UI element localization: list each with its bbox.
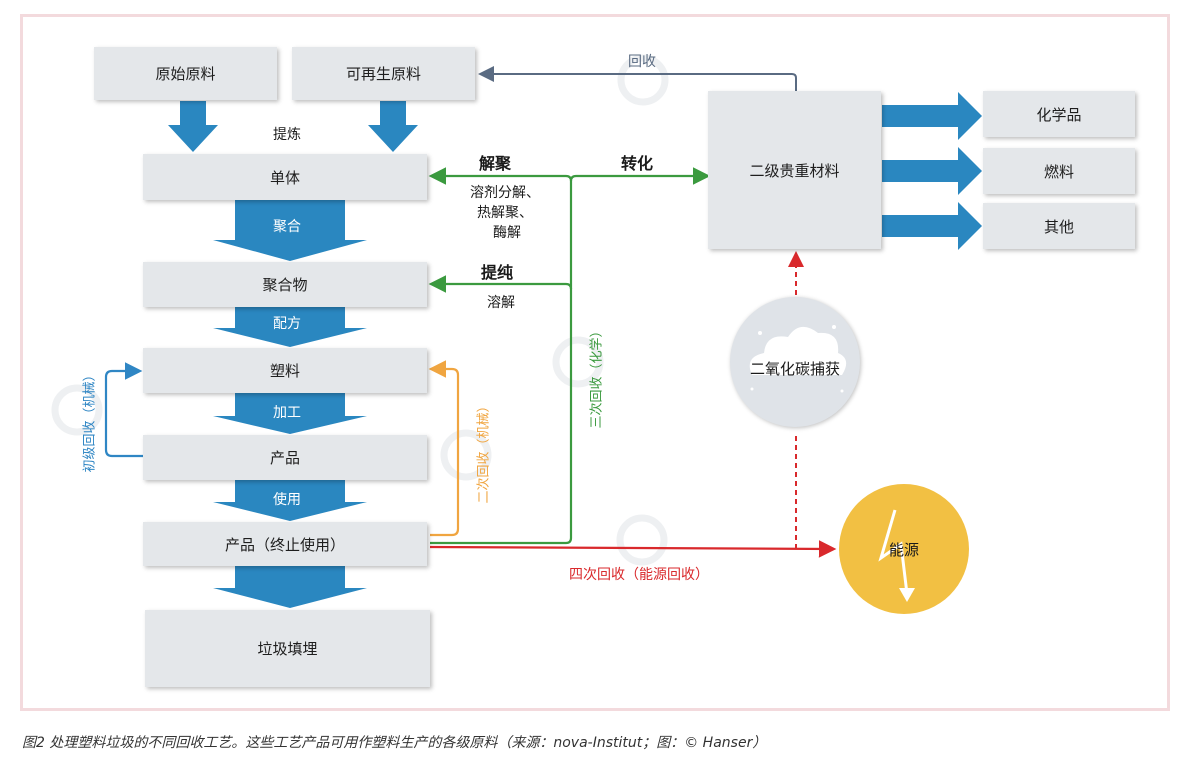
product-eol-label: 产品（终止使用）	[224, 535, 345, 554]
renewable-material-box: 可再生原料	[292, 47, 475, 100]
secondary-recycling-label: 二次回收（机械）	[476, 399, 492, 504]
refining-label: 提炼	[273, 127, 301, 143]
product-eol-box: 产品（终止使用）	[143, 522, 427, 566]
polymer-label: 聚合物	[262, 276, 308, 294]
chemicals-box: 化学品	[983, 91, 1135, 137]
lightning-icon	[878, 509, 915, 602]
energy-label: 能源	[888, 540, 919, 559]
depoly-method-2: 热解聚、	[477, 205, 533, 221]
co2-capture-circle: 二氧化碳捕获	[730, 297, 860, 427]
depoly-method-1: 溶剂分解、	[470, 185, 540, 201]
dissolution-label: 溶解	[487, 295, 515, 311]
purification-label: 提纯	[481, 263, 514, 282]
primary-recycling-label: 初级回收（机械）	[82, 368, 98, 473]
raw-material-box: 原始原料	[94, 47, 277, 100]
formulation-label: 配方	[273, 316, 301, 332]
raw-material-label: 原始原料	[155, 65, 216, 83]
product-box: 产品	[143, 435, 427, 480]
quaternary-recycling-label: 四次回收（能源回收）	[569, 567, 709, 583]
use-label: 使用	[273, 492, 301, 508]
cloud-icon	[749, 325, 847, 393]
energy-circle: 能源	[839, 484, 969, 614]
polymerization-label: 聚合	[273, 219, 301, 235]
processing-label: 加工	[273, 405, 301, 421]
landfill-box: 垃圾填埋	[145, 610, 430, 687]
plastic-box: 塑料	[143, 348, 427, 393]
conversion-label: 转化	[621, 154, 654, 173]
polymer-box: 聚合物	[143, 262, 427, 307]
fuel-label: 燃料	[1043, 162, 1074, 181]
product-label: 产品	[269, 449, 300, 467]
chemicals-label: 化学品	[1036, 105, 1082, 124]
secondary-material-box: 二级贵重材料	[708, 91, 881, 249]
recycling-top-label: 回收	[628, 54, 656, 70]
tertiary-recycling-label: 三次回收（化学）	[589, 324, 605, 429]
depolymerization-label: 解聚	[479, 154, 512, 173]
other-box: 其他	[983, 203, 1135, 249]
co2-capture-label: 二氧化碳捕获	[749, 359, 840, 378]
figure-caption: 图2 处理塑料垃圾的不同回收工艺。这些工艺产品可用作塑料生产的各级原料（来源：n…	[22, 735, 767, 751]
monomer-label: 单体	[269, 168, 300, 187]
renewable-material-label: 可再生原料	[345, 65, 421, 83]
monomer-box: 单体	[143, 154, 427, 200]
fuel-box: 燃料	[983, 148, 1135, 194]
other-label: 其他	[1043, 217, 1074, 236]
secondary-material-label: 二级贵重材料	[749, 161, 840, 180]
depoly-method-3: 酶解	[493, 225, 521, 241]
landfill-label: 垃圾填埋	[257, 640, 318, 658]
plastic-label: 塑料	[269, 362, 300, 380]
